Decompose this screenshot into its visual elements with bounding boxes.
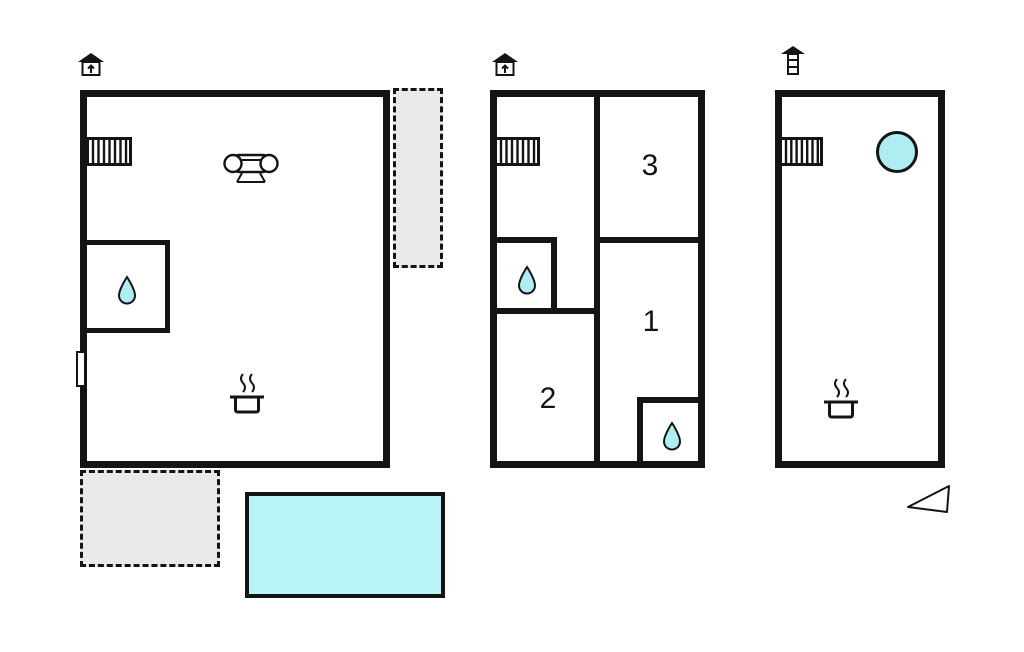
wall-bathroom-top (497, 237, 557, 243)
terrace-right (393, 88, 443, 268)
chimney-icon (781, 46, 805, 76)
room-label-2: 2 (539, 382, 557, 415)
water-drop-icon (116, 275, 138, 305)
water-drop-icon (516, 265, 538, 295)
ground-floor-bathroom (87, 240, 170, 333)
hot-tub-icon (876, 131, 918, 173)
wall-room3-room1 (598, 237, 698, 243)
wall-room2-top (497, 308, 597, 314)
north-arrow-icon (905, 484, 951, 516)
stairs-icon (779, 137, 823, 166)
water-drop-icon (661, 421, 683, 451)
sofa-icon (222, 148, 280, 186)
wall-vertical-main (594, 97, 600, 461)
terrace-bottom (80, 470, 220, 567)
door-marker (76, 351, 86, 387)
stove-icon (822, 377, 860, 421)
wall-bathroom-right (551, 237, 557, 314)
room-label-1: 1 (642, 305, 660, 338)
stairs-icon (494, 137, 540, 166)
stove-icon (228, 372, 266, 416)
room-label-3: 3 (641, 149, 659, 182)
entrance-icon (78, 53, 104, 77)
stairs-icon (86, 137, 132, 166)
entrance-icon (492, 53, 518, 77)
wall-smallbath-top (640, 397, 698, 403)
swimming-pool (245, 492, 445, 598)
wall-smallbath-left (637, 397, 643, 461)
